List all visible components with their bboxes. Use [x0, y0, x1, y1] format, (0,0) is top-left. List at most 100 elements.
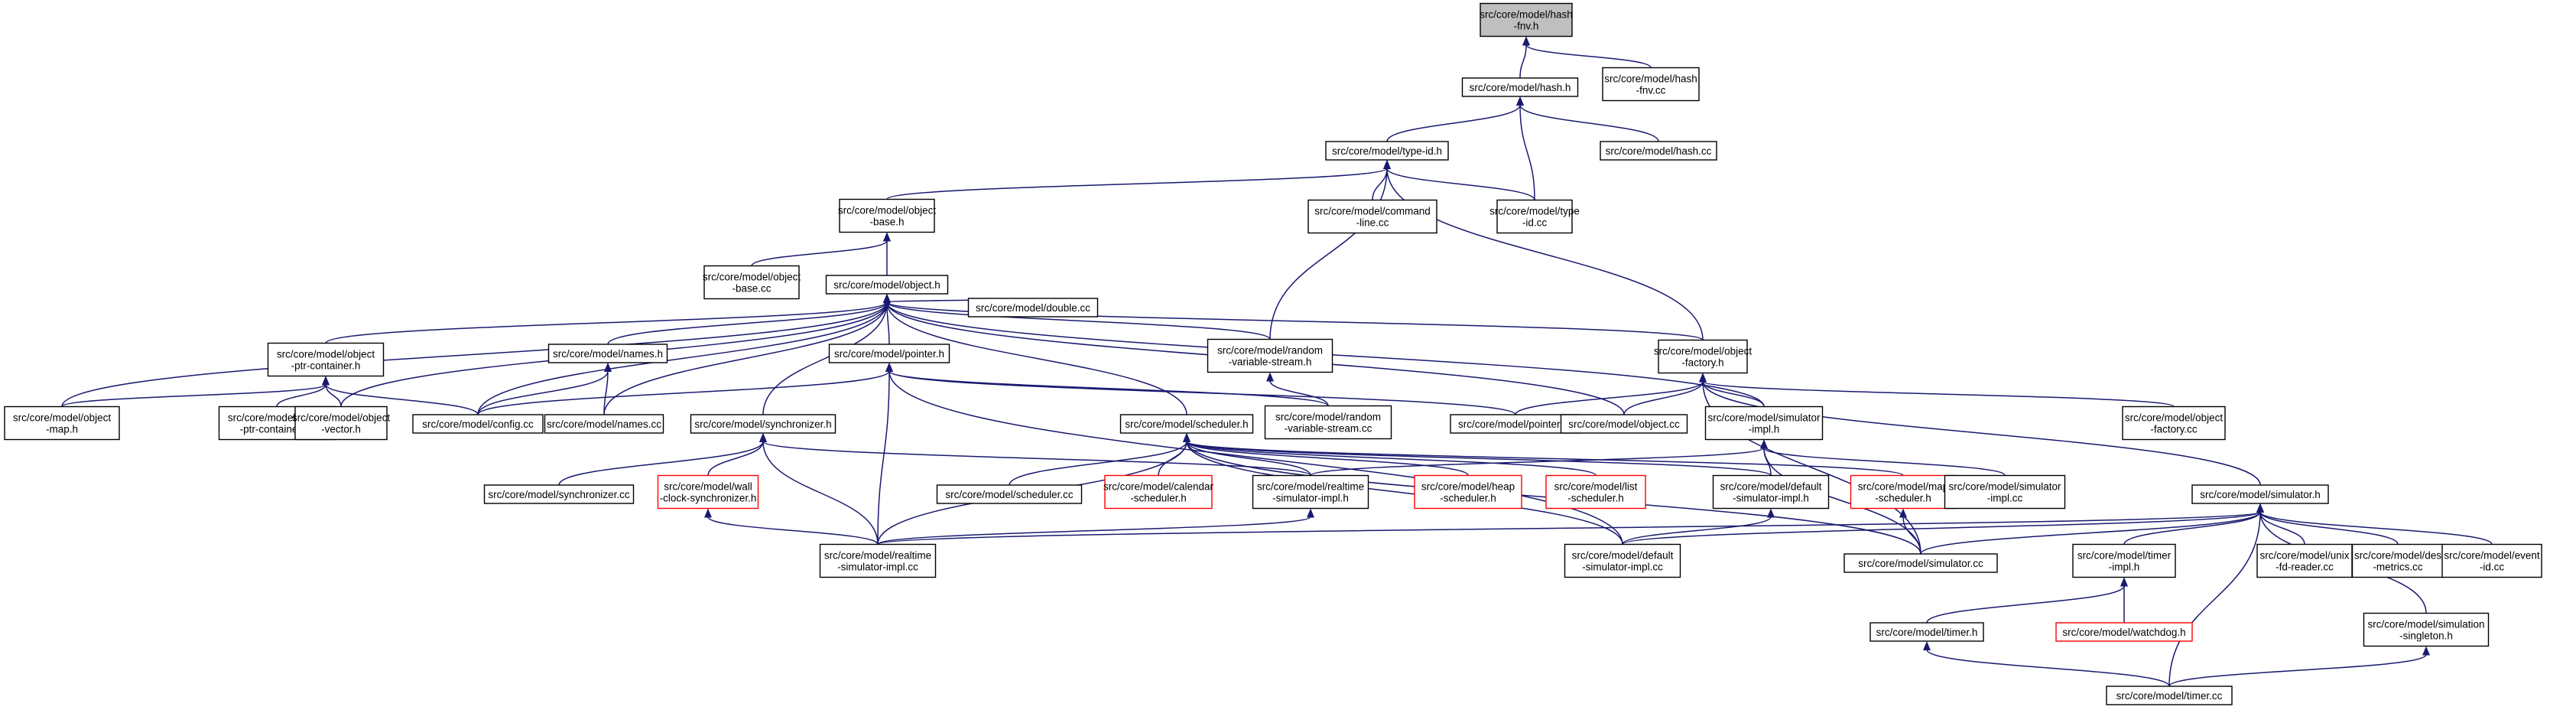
node-watchdog-h[interactable]: src/core/model/watchdog.h — [2055, 622, 2193, 642]
node-label: -id.cc — [1522, 217, 1548, 229]
node-box — [1712, 474, 1830, 510]
node-label: src/core/model/default — [1720, 481, 1822, 493]
node-random-variable-stream-h[interactable]: src/core/model/random-variable-stream.h — [1207, 338, 1333, 373]
node-object-base-h[interactable]: src/core/model/object-base.h — [838, 198, 937, 233]
node-box — [412, 414, 544, 434]
edge — [2168, 503, 2264, 687]
node-label: src/core/model/object — [1654, 346, 1753, 357]
node-simulator-impl-cc[interactable]: src/core/model/simulator-impl.cc — [1944, 474, 2066, 510]
node-default-simulator-impl-h[interactable]: src/core/model/default-simulator-impl.h — [1712, 474, 1830, 510]
node-label: -simulator-impl.cc — [837, 562, 918, 573]
node-map-scheduler-h[interactable]: src/core/model/map-scheduler.h — [1850, 474, 1957, 510]
edge-pointer_cc-to-object_factory_h — [1515, 373, 1707, 415]
node-realtime-simulator-impl-h[interactable]: src/core/model/realtime-simulator-impl.h — [1252, 474, 1369, 510]
node-type-id-h[interactable]: src/core/model/type-id.h — [1325, 141, 1449, 161]
edge — [883, 294, 1704, 341]
node-calendar-scheduler-h[interactable]: src/core/model/calendar-scheduler.h — [1103, 474, 1214, 510]
node-unix-fd-reader-cc[interactable]: src/core/model/unix-fd-reader.cc — [2256, 543, 2353, 578]
node-box — [1658, 339, 1748, 374]
node-timer-impl-h[interactable]: src/core/model/timer-impl.h — [2072, 543, 2176, 578]
edge — [1372, 160, 1391, 200]
node-simulator-impl-h[interactable]: src/core/model/simulator-impl.h — [1704, 405, 1824, 441]
edge-random_variable_stream_h-to-object_h — [883, 294, 1271, 340]
node-label: src/core/model/simulator — [1707, 412, 1821, 424]
node-label: -id.cc — [2480, 562, 2505, 573]
node-simulator-h[interactable]: src/core/model/simulator.h — [2191, 484, 2329, 504]
edge — [2256, 503, 2399, 545]
edge — [751, 232, 891, 266]
node-label: -simulator-impl.h — [1733, 493, 1809, 504]
edge — [1920, 503, 2264, 555]
edge-realtime_simulator_impl_h-to-simulator_impl_h — [1310, 439, 1768, 477]
node-object-h[interactable]: src/core/model/object.h — [825, 275, 949, 295]
node-object-base-cc[interactable]: src/core/model/object-base.cc — [703, 265, 801, 300]
node-label: src/core/model/event — [2444, 550, 2540, 562]
node-box — [544, 414, 664, 434]
node-simulator-cc[interactable]: src/core/model/simulator.cc — [1843, 553, 1998, 573]
node-label: -line.cc — [1356, 217, 1389, 229]
edge — [1516, 96, 1659, 142]
node-names-h[interactable]: src/core/model/names.h — [547, 344, 668, 363]
edge — [558, 433, 767, 486]
node-type-id-cc[interactable]: src/core/model/type-id.cc — [1489, 199, 1580, 234]
node-hash-cc[interactable]: src/core/model/hash.cc — [1600, 141, 1717, 161]
edge-object_map_h-to-object_ptr_container_h — [61, 376, 330, 408]
node-object-factory-cc[interactable]: src/core/model/object-factory.cc — [2122, 405, 2226, 441]
edge-scheduler_cc-to-scheduler_h — [1009, 433, 1191, 486]
node-default-simulator-impl-cc[interactable]: src/core/model/default-simulator-impl.cc — [1564, 543, 1681, 578]
node-label: src/core/model/hash.cc — [1606, 145, 1712, 157]
node-object-vector-h[interactable]: src/core/model/object-vector.h — [292, 405, 391, 441]
node-event-id-cc[interactable]: src/core/model/event-id.cc — [2441, 543, 2542, 578]
node-realtime-simulator-impl-cc[interactable]: src/core/model/realtime-simulator-impl.c… — [819, 543, 937, 578]
edge-names_cc-to-names_h — [603, 363, 612, 415]
node-label: src/core/model/timer.cc — [2116, 690, 2223, 702]
edge — [885, 363, 1329, 407]
edge — [2168, 646, 2430, 687]
node-box — [1850, 474, 1957, 510]
edge — [883, 294, 1187, 415]
node-label: src/core/model/scheduler.h — [1125, 419, 1248, 430]
node-hash-fnv-h: src/core/model/hash-fnv.h — [1480, 2, 1573, 37]
node-label: -simulator-impl.h — [1272, 493, 1349, 504]
node-label: src/core/model/config.cc — [422, 419, 534, 430]
node-box — [1602, 67, 1700, 102]
node-scheduler-h[interactable]: src/core/model/scheduler.h — [1119, 414, 1254, 434]
node-list-scheduler-h[interactable]: src/core/model/list-scheduler.h — [1545, 474, 1646, 510]
node-random-variable-stream-cc[interactable]: src/core/model/random-variable-stream.cc — [1264, 405, 1392, 440]
edge-simulator_cc-to-simulator_impl_h — [1760, 439, 1921, 555]
node-synchronizer-h[interactable]: src/core/model/synchronizer.h — [690, 414, 836, 434]
node-simulation-singleton-h[interactable]: src/core/model/simulation-singleton.h — [2363, 612, 2490, 647]
edge — [477, 363, 893, 415]
node-box — [2191, 484, 2329, 504]
node-timer-cc[interactable]: src/core/model/timer.cc — [2106, 686, 2233, 705]
node-synchronizer-cc[interactable]: src/core/model/synchronizer.cc — [483, 484, 635, 504]
node-object-cc[interactable]: src/core/model/object.cc — [1560, 414, 1688, 434]
node-label: src/core/model/object — [13, 412, 112, 424]
node-object-ptr-container-h[interactable]: src/core/model/object-ptr-container.h — [267, 342, 385, 377]
node-label: src/core/model/object.cc — [1568, 419, 1680, 430]
node-pointer-cc[interactable]: src/core/model/pointer.cc — [1450, 414, 1581, 434]
node-heap-scheduler-h[interactable]: src/core/model/heap-scheduler.h — [1414, 474, 1522, 510]
edge — [322, 376, 479, 415]
edge — [1899, 508, 1921, 555]
node-hash-h[interactable]: src/core/model/hash.h — [1461, 77, 1579, 97]
edge-config_cc-to-object_ptr_container_h — [322, 376, 479, 415]
node-timer-h[interactable]: src/core/model/timer.h — [1869, 622, 1984, 642]
node-label: src/core/model/synchronizer.h — [694, 419, 831, 430]
edge — [885, 363, 1516, 415]
node-des-metrics-cc[interactable]: src/core/model/des-metrics.cc — [2351, 543, 2444, 578]
node-names-cc[interactable]: src/core/model/names.cc — [544, 414, 664, 434]
edge — [1383, 160, 1704, 340]
node-wall-clock-synchronizer-h[interactable]: src/core/model/wall-clock-synchronizer.h — [657, 474, 759, 510]
node-label: -singleton.h — [2399, 630, 2453, 642]
edge — [1623, 373, 1707, 415]
node-object-factory-h[interactable]: src/core/model/object-factory.h — [1654, 339, 1753, 374]
node-pointer-h[interactable]: src/core/model/pointer.h — [828, 344, 950, 363]
node-object-map-h[interactable]: src/core/model/object-map.h — [4, 405, 120, 441]
node-command-line-cc[interactable]: src/core/model/command-line.cc — [1307, 199, 1437, 234]
node-scheduler-cc[interactable]: src/core/model/scheduler.cc — [936, 484, 1083, 504]
node-label: src/core/model/timer — [2077, 550, 2172, 562]
node-hash-fnv-cc[interactable]: src/core/model/hash-fnv.cc — [1602, 67, 1700, 102]
node-config-cc[interactable]: src/core/model/config.cc — [412, 414, 544, 434]
node-double-cc[interactable]: src/core/model/double.cc — [967, 298, 1099, 318]
